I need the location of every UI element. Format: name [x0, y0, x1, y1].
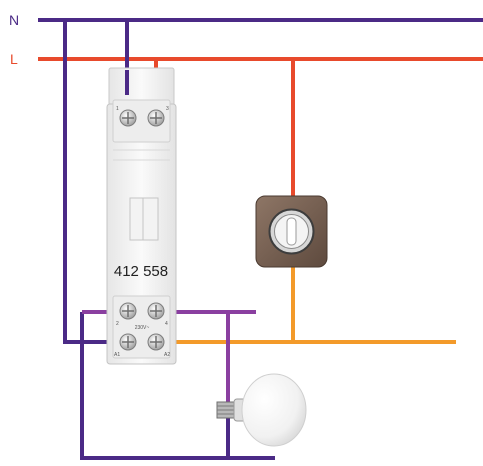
live-line-label: L [10, 51, 18, 67]
terminal-label-3: 3 [166, 106, 169, 112]
neutral-line-label: N [9, 12, 19, 28]
relay-reference: 412 558 [114, 263, 168, 280]
terminal-label-a1: A1 [114, 352, 120, 358]
terminal-label-2: 2 [116, 321, 119, 327]
relay-module: 412 558 1 3 2 4 230V~ [106, 67, 177, 365]
relay-window [129, 197, 159, 241]
terminal-screw-1 [119, 109, 137, 127]
voltage-marking: 230V~ [135, 325, 150, 331]
relay-body-ridge [113, 149, 170, 161]
terminal-screw-3 [147, 109, 165, 127]
terminal-screw-2 [119, 302, 137, 320]
terminal-label-4: 4 [165, 321, 168, 327]
switch-indicator [286, 217, 297, 246]
terminal-screw-a2 [147, 333, 165, 351]
lamp-base-thread [217, 405, 235, 415]
neutral-loop-to-lamp [80, 312, 275, 460]
terminal-label-1: 1 [116, 106, 119, 112]
light-bulb-icon [216, 373, 307, 447]
neutral-wire-to-a1 [63, 20, 112, 344]
terminal-screw-4 [147, 302, 165, 320]
terminal-label-a2: A2 [164, 352, 170, 358]
lamp-globe [241, 373, 307, 447]
terminal-screw-a1 [119, 333, 137, 351]
push-button-switch-icon [255, 195, 328, 268]
